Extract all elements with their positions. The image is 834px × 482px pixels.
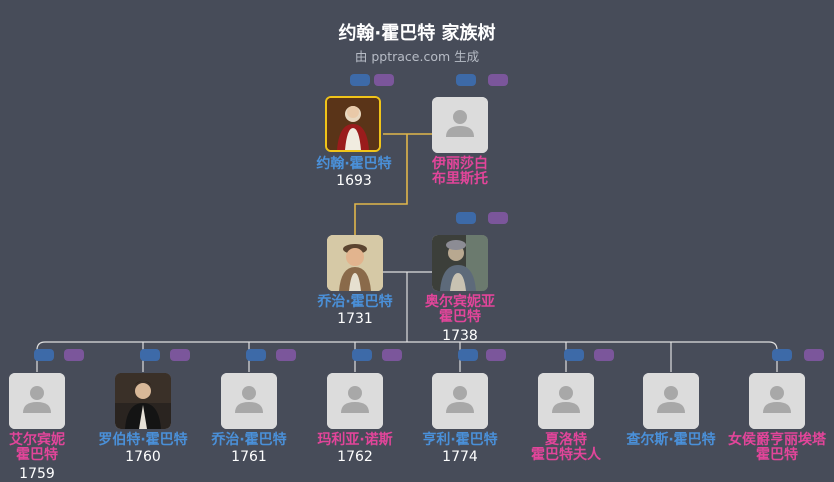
person-card-george-hobart-jr[interactable] — [221, 373, 277, 429]
person-year-maria-north: 1762 — [337, 449, 373, 465]
person-card-henry-hobart[interactable] — [432, 373, 488, 429]
avatar-placeholder-icon — [327, 373, 383, 429]
expand-spouse-button[interactable] — [374, 74, 394, 86]
portrait-john-image — [327, 98, 379, 150]
person-card-charles-hobart[interactable] — [643, 373, 699, 429]
person-name-elizabeth-bristow: 伊丽莎白 布里斯托 — [432, 156, 488, 187]
person-card-henrietta-hobart[interactable] — [749, 373, 805, 429]
person-name-john-hobart: 约翰·霍巴特 — [316, 156, 392, 172]
avatar-placeholder-icon — [221, 373, 277, 429]
expand-spouse-button[interactable] — [276, 349, 296, 361]
person-name-maria-north: 玛利亚·诺斯 — [317, 432, 393, 448]
person-year-albinia-hobart-jr: 1759 — [19, 466, 55, 482]
person-name-henrietta-hobart: 女侯爵亨丽埃塔 霍巴特 — [728, 432, 826, 463]
person-name-george-hobart: 乔治·霍巴特 — [317, 294, 393, 310]
expand-parents-button[interactable] — [350, 74, 370, 86]
person-card-john-hobart[interactable] — [325, 96, 381, 152]
person-year-george-hobart-jr: 1761 — [231, 449, 267, 465]
person-name-albinia-hobart: 奥尔宾妮亚 霍巴特 — [425, 294, 495, 325]
page-subtitle: 由 pptrace.com 生成 — [354, 49, 480, 64]
page-title: 约翰·霍巴特 家族树 — [338, 23, 496, 44]
person-name-charles-hobart: 查尔斯·霍巴特 — [626, 432, 716, 448]
expand-parents-button[interactable] — [34, 349, 54, 361]
expand-parents-button[interactable] — [772, 349, 792, 361]
expand-spouse-button[interactable] — [486, 349, 506, 361]
expand-parents-button[interactable] — [456, 212, 476, 224]
portrait-george-image — [327, 235, 383, 291]
person-card-george-hobart[interactable] — [327, 235, 383, 291]
children-bus-line — [36, 341, 778, 372]
person-card-robert-hobart[interactable] — [115, 373, 171, 429]
avatar-placeholder-icon — [9, 373, 65, 429]
avatar-placeholder-icon — [432, 97, 488, 153]
descent-line-john-george — [354, 134, 408, 236]
avatar-placeholder-icon — [538, 373, 594, 429]
portrait-albinia-image — [432, 235, 488, 291]
expand-spouse-button[interactable] — [170, 349, 190, 361]
person-year-robert-hobart: 1760 — [125, 449, 161, 465]
person-year-henry-hobart: 1774 — [442, 449, 478, 465]
person-year-george-hobart: 1731 — [337, 311, 373, 327]
expand-parents-button[interactable] — [352, 349, 372, 361]
expand-parents-button[interactable] — [140, 349, 160, 361]
person-card-albinia-hobart[interactable] — [432, 235, 488, 291]
expand-spouse-button[interactable] — [64, 349, 84, 361]
expand-spouse-button[interactable] — [488, 212, 508, 224]
expand-parents-button[interactable] — [456, 74, 476, 86]
expand-parents-button[interactable] — [246, 349, 266, 361]
portrait-robert-image — [115, 373, 171, 429]
person-name-robert-hobart: 罗伯特·霍巴特 — [98, 432, 188, 448]
expand-parents-button[interactable] — [564, 349, 584, 361]
person-card-elizabeth-bristow[interactable] — [432, 97, 488, 153]
person-card-maria-north[interactable] — [327, 373, 383, 429]
person-year-albinia-hobart: 1738 — [442, 328, 478, 344]
person-name-charlotte-hobart: 夏洛特 霍巴特夫人 — [531, 432, 601, 463]
expand-spouse-button[interactable] — [488, 74, 508, 86]
expand-parents-button[interactable] — [458, 349, 478, 361]
person-card-albinia-hobart-jr[interactable] — [9, 373, 65, 429]
person-card-charlotte-hobart[interactable] — [538, 373, 594, 429]
person-year-john-hobart: 1693 — [336, 173, 372, 189]
avatar-placeholder-icon — [749, 373, 805, 429]
person-name-george-hobart-jr: 乔治·霍巴特 — [211, 432, 287, 448]
avatar-placeholder-icon — [643, 373, 699, 429]
person-name-albinia-hobart-jr: 艾尔宾妮 霍巴特 — [9, 432, 65, 463]
expand-spouse-button[interactable] — [804, 349, 824, 361]
person-name-henry-hobart: 亨利·霍巴特 — [422, 432, 498, 448]
expand-spouse-button[interactable] — [382, 349, 402, 361]
expand-spouse-button[interactable] — [594, 349, 614, 361]
avatar-placeholder-icon — [432, 373, 488, 429]
